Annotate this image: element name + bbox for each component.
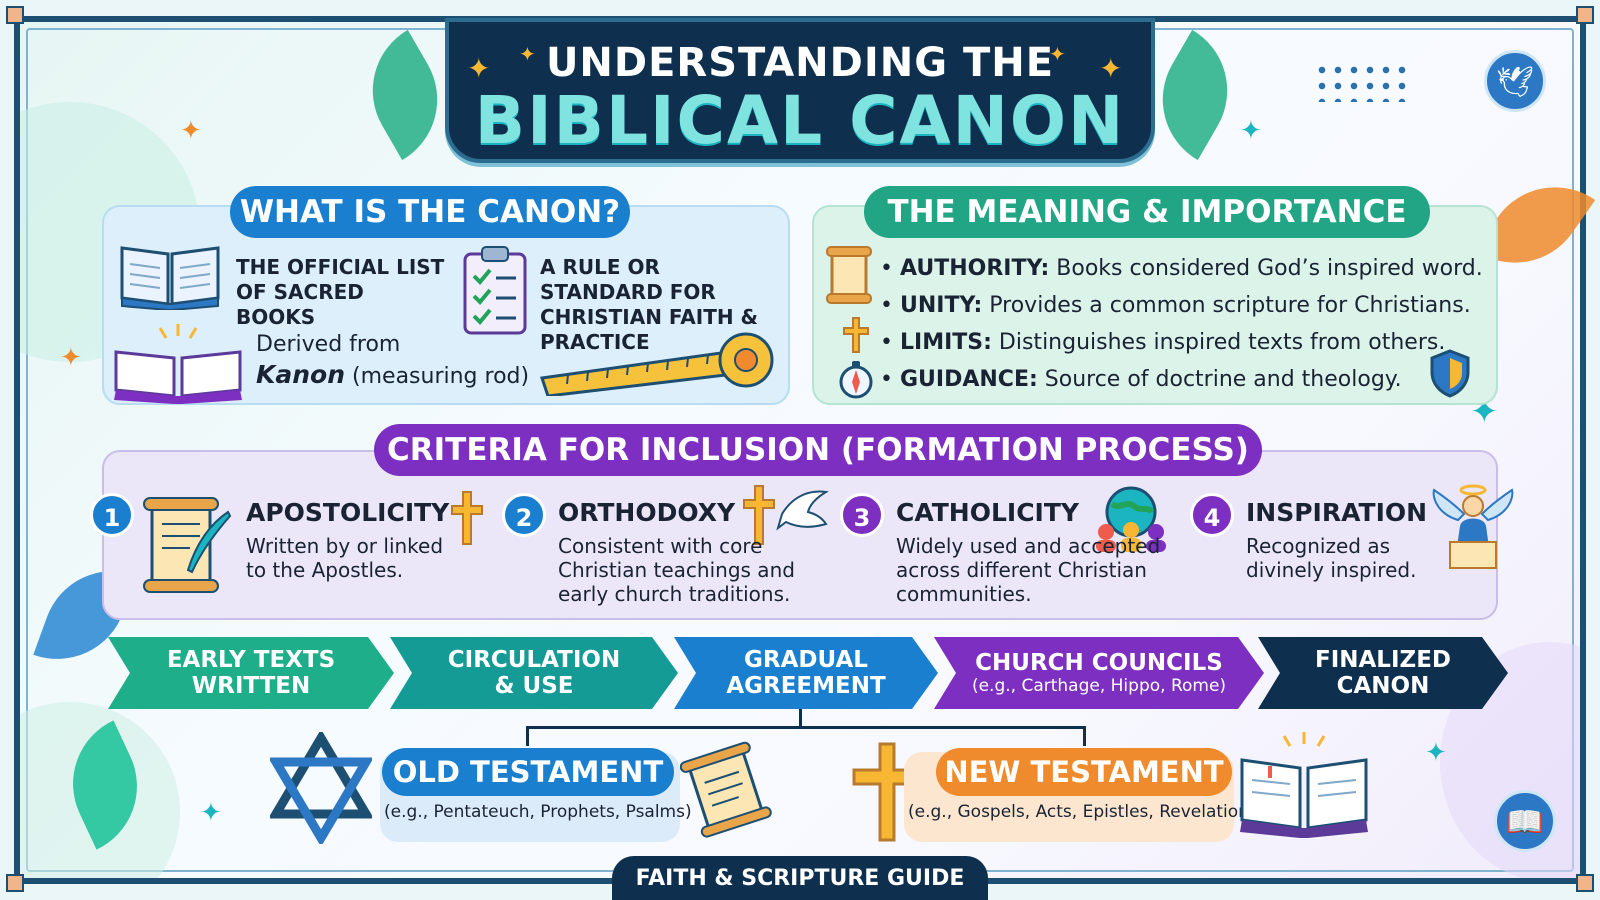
sparkle-icon: ✦	[60, 343, 82, 373]
meaning-item-authority: • AUTHORITY: Books considered God’s insp…	[880, 256, 1483, 281]
derived-word-kanon: Kanon	[256, 360, 346, 389]
meaning-term: GUIDANCE:	[899, 367, 1038, 392]
step-line2: AGREEMENT	[726, 673, 886, 699]
compass-icon	[839, 361, 873, 399]
criteria-heading: CRITERIA FOR INCLUSION (FORMATION PROCES…	[374, 424, 1262, 476]
step-line1: GRADUAL	[744, 647, 868, 673]
old-testament-label: OLD TESTAMENT	[382, 748, 674, 796]
criteria-number-4: 4	[1190, 493, 1234, 537]
criteria-title-2: ORTHODOXY	[558, 498, 736, 527]
bible-open-icon	[114, 324, 242, 404]
sparkle-icon: ✦	[200, 798, 222, 828]
open-book-icon	[120, 246, 220, 310]
frame-corner-br	[1576, 874, 1594, 892]
cross-icon	[843, 317, 869, 353]
criteria-title-3: CATHOLICITY	[896, 498, 1080, 527]
title-line-2: BIBLICAL CANON	[474, 82, 1126, 159]
branch-bar	[526, 726, 1086, 746]
star-icon: ✦	[519, 42, 536, 66]
criteria-title-1: APOSTOLICITY	[246, 498, 450, 527]
official-list-text: THE OFFICIAL LIST OF SACRED BOOKS	[236, 255, 445, 329]
shield-icon	[1430, 349, 1470, 398]
meaning-item-limits: • LIMITS: Distinguishes inspired texts f…	[880, 330, 1446, 355]
sparkle-icon: ✦	[1425, 738, 1447, 768]
frame-corner-tl	[6, 6, 24, 24]
criteria-number-3: 3	[840, 493, 884, 537]
step-line2: (e.g., Carthage, Hippo, Rome)	[971, 676, 1227, 696]
process-step-3: GRADUAL AGREEMENT	[674, 637, 938, 709]
criteria-title-4: INSPIRATION	[1246, 498, 1428, 527]
process-step-2: CIRCULATION & USE	[390, 637, 678, 709]
meaning-text: Distinguishes inspired texts from others…	[998, 330, 1446, 355]
meaning-term: LIMITS:	[899, 330, 992, 355]
new-testament-examples: (e.g., Gospels, Acts, Epistles, Revelati…	[908, 802, 1256, 822]
meaning-panel	[812, 205, 1498, 405]
criteria-desc-1: Written by or linked to the Apostles.	[246, 534, 444, 582]
criteria-desc-4: Recognized as divinely inspired.	[1246, 534, 1417, 582]
scroll-icon	[826, 246, 872, 304]
branch-stem	[799, 709, 802, 727]
criteria-number-2: 2	[502, 493, 546, 537]
cross-icon	[451, 491, 483, 545]
sparkle-icon: ✦	[180, 116, 202, 146]
step-line1: FINALIZED	[1314, 647, 1451, 673]
checklist-icon	[463, 246, 527, 335]
sparkle-icon: ✦	[1240, 116, 1262, 146]
derived-from-text: Derived from Kanon (measuring rod)	[256, 330, 529, 392]
title-line-1: UNDERSTANDING THE	[545, 40, 1055, 86]
old-testament-examples: (e.g., Pentateuch, Prophets, Psalms)	[384, 802, 692, 822]
meaning-item-guidance: • GUIDANCE: Source of doctrine and theol…	[880, 367, 1402, 392]
frame-corner-tr	[1576, 6, 1594, 24]
star-icon: ✦	[1049, 42, 1066, 66]
step-line2: & USE	[494, 673, 574, 699]
star-icon: ✦	[1099, 52, 1123, 85]
criteria-desc-3: Widely used and accepted across differen…	[896, 534, 1161, 606]
new-testament-label: NEW TESTAMENT	[936, 748, 1232, 796]
meaning-item-unity: • UNITY: Provides a common scripture for…	[880, 293, 1471, 318]
globe-community-icon	[1096, 486, 1166, 552]
meaning-heading: THE MEANING & IMPORTANCE	[864, 186, 1430, 238]
cross-dove-icon	[743, 485, 829, 545]
criteria-desc-2: Consistent with core Christian teachings…	[558, 534, 795, 606]
step-line2: CANON	[1336, 673, 1430, 699]
what-is-canon-heading: WHAT IS THE CANON?	[230, 186, 630, 238]
dove-icon: 🕊	[1484, 50, 1546, 112]
derived-prefix: Derived from	[256, 332, 401, 357]
meaning-term: UNITY:	[899, 293, 983, 318]
process-step-1: EARLY TEXTS WRITTEN	[108, 637, 394, 709]
meaning-text: Books considered God’s inspired word.	[1056, 256, 1483, 281]
step-line1: CIRCULATION	[447, 647, 621, 673]
frame-corner-bl	[6, 874, 24, 892]
criteria-panel	[102, 450, 1498, 620]
decor-dots	[1314, 62, 1414, 102]
meaning-text: Source of doctrine and theology.	[1044, 367, 1402, 392]
process-step-4: CHURCH COUNCILS (e.g., Carthage, Hippo, …	[934, 637, 1264, 709]
rule-standard-text: A RULE OR STANDARD FOR CHRISTIAN FAITH &…	[540, 255, 758, 354]
book-dove-icon: 📖	[1494, 790, 1556, 852]
torah-scroll-icon	[680, 741, 772, 838]
meaning-list: • AUTHORITY: Books considered God’s insp…	[880, 250, 1483, 398]
footer-label: FAITH & SCRIPTURE GUIDE	[612, 856, 988, 900]
scroll-quill-icon	[143, 497, 232, 593]
title-banner: UNDERSTANDING THE BIBLICAL CANON ✦ ✦ ✦ ✦	[445, 18, 1155, 163]
criteria-number-1: 1	[90, 493, 134, 537]
cross-icon	[852, 742, 922, 842]
process-step-5: FINALIZED CANON	[1258, 637, 1508, 709]
step-line2: WRITTEN	[191, 673, 311, 699]
meaning-text: Provides a common scripture for Christia…	[989, 293, 1471, 318]
step-line1: EARLY TEXTS	[166, 647, 336, 673]
angel-icon	[1432, 484, 1514, 569]
step-line1: CHURCH COUNCILS	[975, 650, 1223, 676]
derived-suffix: (measuring rod)	[352, 364, 530, 389]
meaning-term: AUTHORITY:	[899, 256, 1050, 281]
open-bible-icon	[1240, 732, 1368, 838]
star-of-david-icon	[270, 732, 372, 844]
measuring-tape-icon	[540, 332, 774, 396]
star-icon: ✦	[467, 52, 491, 85]
derived-kanon-line: Kanon (measuring rod)	[256, 360, 529, 392]
